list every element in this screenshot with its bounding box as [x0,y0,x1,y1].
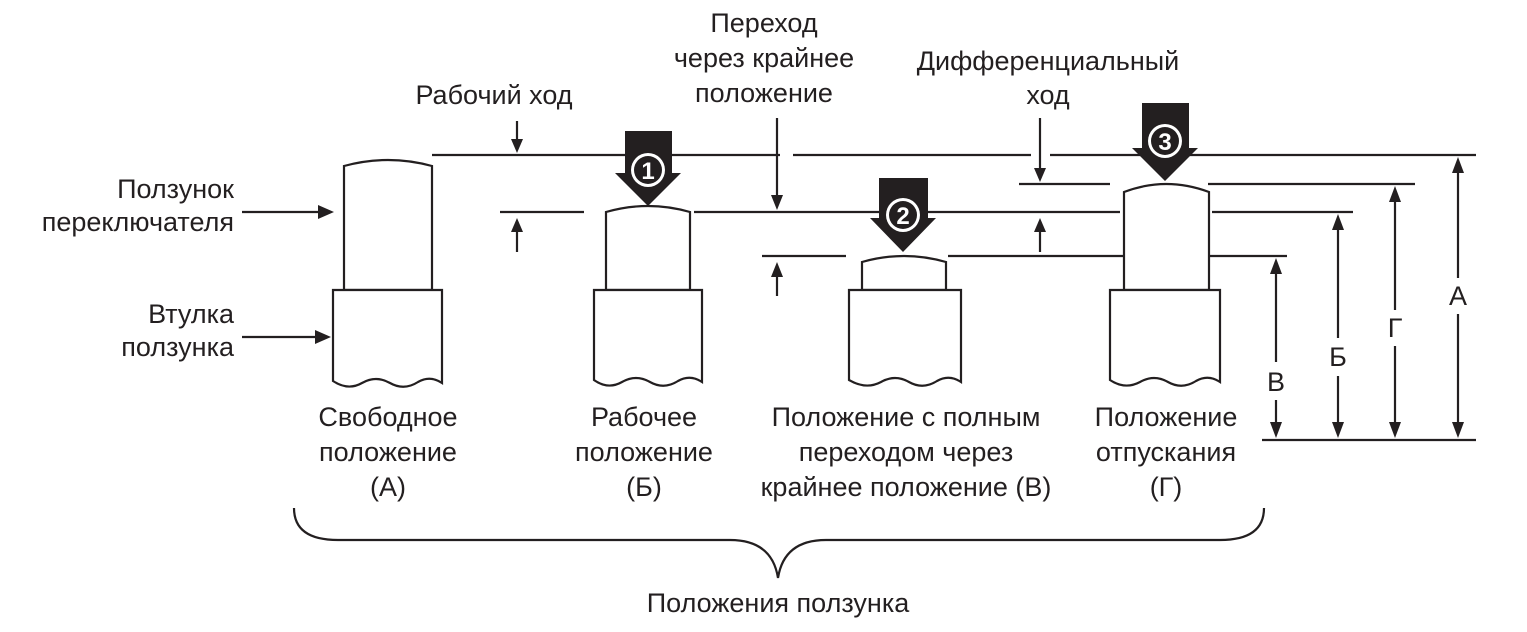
force-marker-1: 1 [641,158,654,185]
dimension-v: В [1267,258,1285,438]
svg-text:Втулка: Втулка [148,299,235,329]
caption-free-position: Свободное положение (А) [318,402,457,502]
dimension-g: Г [1388,186,1403,438]
switch-overtravel-position [847,254,963,387]
svg-text:(А): (А) [370,472,406,502]
slider-label: Ползунок переключателя [42,174,234,237]
svg-text:ползунка: ползунка [121,332,235,362]
bushing-label: Втулка ползунка [121,299,235,362]
dimension-b: Б [1329,214,1347,438]
dimension-label-g: Г [1388,313,1403,343]
caption-overtravel-position: Положение с полным переходом через крайн… [761,402,1052,502]
svg-text:Положение с полным: Положение с полным [772,402,1041,432]
svg-text:ход: ход [1026,80,1070,110]
svg-text:(Г): (Г) [1150,472,1183,502]
switch-free-position [331,158,444,388]
dimension-label-b: Б [1329,342,1347,372]
svg-text:через крайнее: через крайнее [674,43,854,73]
svg-text:отпускания: отпускания [1096,437,1236,467]
force-arrow-3: 3 [1132,103,1198,181]
dimension-label-a: А [1449,281,1467,311]
svg-text:Положение: Положение [1095,402,1238,432]
caption-operating-position: Рабочее положение (Б) [575,402,713,502]
dimension-label-v: В [1267,367,1285,397]
svg-text:Ползунок: Ползунок [117,174,234,204]
svg-text:положение: положение [695,78,833,108]
force-arrow-1: 1 [615,131,681,206]
caption-release-position: Положение отпускания (Г) [1095,402,1238,502]
svg-text:(Б): (Б) [626,472,662,502]
switch-operating-position [592,204,704,387]
svg-text:положение: положение [575,437,713,467]
positions-title: Положения ползунка [647,588,910,618]
force-marker-2: 2 [896,203,909,230]
differential-travel-label: Дифференциальный ход [917,46,1180,110]
label-pointers [242,118,1046,344]
svg-text:переключателя: переключателя [42,207,234,237]
dimension-a: А [1449,157,1467,438]
svg-text:крайнее положение (В): крайнее положение (В) [761,472,1052,502]
svg-text:переходом через: переходом через [799,437,1013,467]
force-marker-3: 3 [1158,129,1171,156]
svg-text:Дифференциальный: Дифференциальный [917,46,1180,76]
positions-brace [292,507,1266,579]
svg-text:Свободное: Свободное [318,402,457,432]
force-arrow-2: 2 [870,178,936,252]
overtravel-label: Переход через крайнее положение [674,8,854,108]
svg-text:Рабочее: Рабочее [591,402,697,432]
svg-text:Переход: Переход [710,8,817,38]
switch-release-position [1108,182,1222,387]
svg-text:положение: положение [319,437,457,467]
working-travel-label: Рабочий ход [415,80,572,110]
